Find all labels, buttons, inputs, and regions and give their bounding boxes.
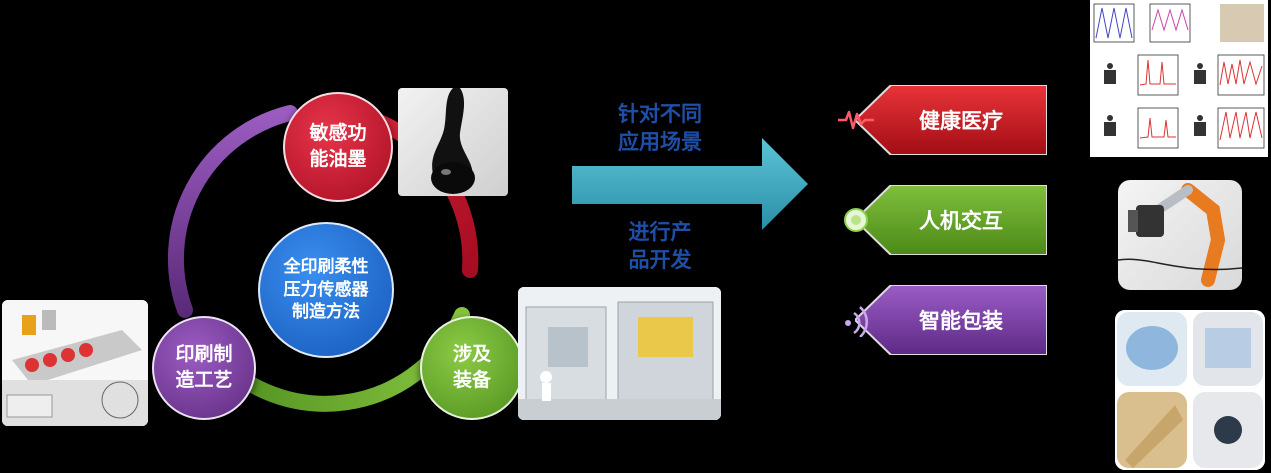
app-tag-hmi: 人机交互 [855, 185, 1047, 255]
flow-arrow [572, 138, 808, 230]
app-tag-packaging-label: 智能包装 [919, 309, 1003, 333]
app-tag-health-label: 健康医疗 [919, 109, 1003, 133]
node-equipment: 涉及 装备 [420, 316, 524, 420]
center-circle-label: 全印刷柔性 压力传感器 制造方法 [283, 256, 369, 323]
node-ink-label: 敏感功 能油墨 [309, 122, 367, 170]
health-photo [1090, 0, 1268, 157]
arrow-label-bottom: 进行产 品开发 [628, 220, 692, 273]
process-photo [2, 300, 148, 426]
packaging-photo [1115, 310, 1265, 470]
hmi-photo [1118, 180, 1242, 290]
touch-icon [844, 208, 868, 232]
node-process-label: 印刷制 造工艺 [175, 343, 233, 391]
pulse-icon [838, 110, 874, 130]
app-tag-hmi-label: 人机交互 [919, 209, 1003, 233]
app-tag-health: 健康医疗 [855, 85, 1047, 155]
node-process: 印刷制 造工艺 [152, 316, 256, 420]
wireless-icon [845, 306, 869, 337]
app-tag-packaging: 智能包装 [855, 285, 1047, 355]
ring-purple-arc [167, 105, 298, 318]
center-circle: 全印刷柔性 压力传感器 制造方法 [258, 222, 394, 358]
node-ink: 敏感功 能油墨 [283, 92, 393, 202]
ink-photo [398, 88, 508, 196]
node-equipment-label: 涉及 装备 [452, 343, 491, 391]
arrow-label-top: 针对不同 应用场景 [618, 102, 702, 155]
equipment-photo [518, 287, 721, 420]
